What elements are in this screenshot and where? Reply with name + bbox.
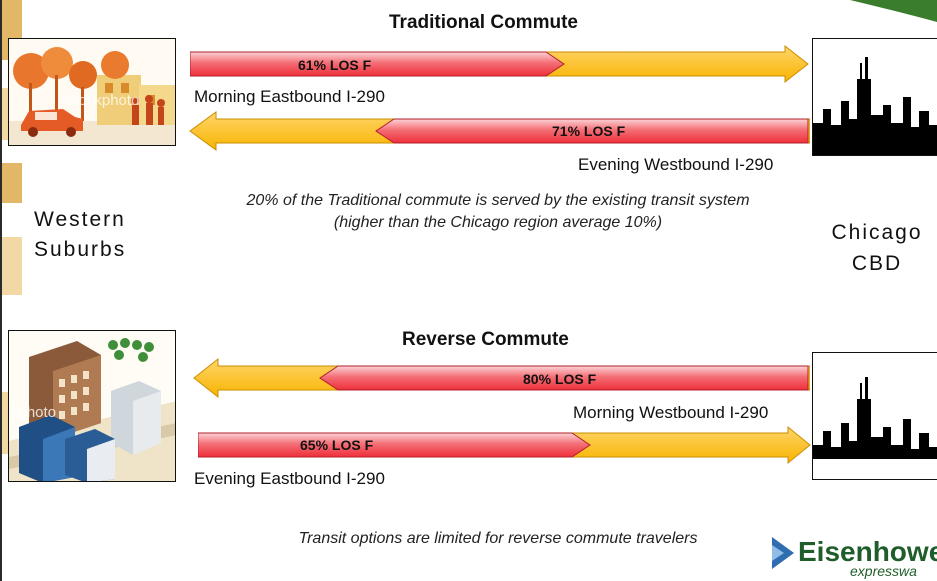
corner-accent bbox=[850, 0, 937, 22]
chicago-skyline-image bbox=[812, 352, 937, 480]
traditional-evening-arrow bbox=[189, 111, 810, 151]
left-accent-block bbox=[0, 163, 22, 203]
reverse-evening-caption: Evening Eastbound I-290 bbox=[194, 469, 385, 488]
cbd-label: CBD bbox=[851, 252, 903, 275]
congestion-bar bbox=[198, 432, 591, 458]
left-accent-block bbox=[0, 237, 22, 295]
reverse-commute-title: Reverse Commute bbox=[402, 329, 569, 350]
reverse-morning-los-label: 80% LOS F bbox=[523, 371, 597, 387]
traditional-transit-note: 20% of the Traditional commute is served… bbox=[246, 192, 750, 231]
reverse-transit-note: Transit options are limited for reverse … bbox=[298, 530, 698, 547]
chicago-label: Chicago bbox=[831, 221, 923, 244]
traditional-commute-title: Traditional Commute bbox=[389, 12, 578, 33]
congestion-bar bbox=[190, 51, 565, 77]
traditional-morning-caption: Morning Eastbound I-290 bbox=[194, 87, 385, 106]
western-suburbs-label: Western Suburbs bbox=[34, 208, 127, 261]
left-edge-line bbox=[0, 0, 2, 581]
congestion-bar bbox=[319, 365, 809, 391]
reverse-evening-arrow bbox=[198, 425, 811, 465]
reverse-morning-caption: Morning Westbound I-290 bbox=[573, 403, 769, 422]
chicago-skyline-image bbox=[812, 38, 937, 156]
logo-main-text: Eisenhowe bbox=[798, 536, 937, 567]
traditional-morning-los-label: 61% LOS F bbox=[298, 57, 372, 73]
image-watermark: kphoto bbox=[11, 404, 56, 421]
traditional-evening-caption: Evening Westbound I-290 bbox=[578, 155, 774, 174]
suburb-street-image: iStockphoto bbox=[8, 38, 176, 146]
logo-arrow-icon bbox=[772, 537, 794, 569]
traditional-evening-los-label: 71% LOS F bbox=[552, 123, 626, 139]
traditional-morning-arrow bbox=[190, 44, 809, 84]
congestion-bar bbox=[375, 118, 809, 144]
image-watermark: iStockphoto bbox=[61, 92, 139, 109]
logo-sub-text: expresswa bbox=[850, 563, 917, 579]
suburban-office-buildings-image: kphoto bbox=[8, 330, 176, 482]
reverse-evening-los-label: 65% LOS F bbox=[300, 437, 374, 453]
reverse-morning-arrow bbox=[193, 357, 810, 399]
